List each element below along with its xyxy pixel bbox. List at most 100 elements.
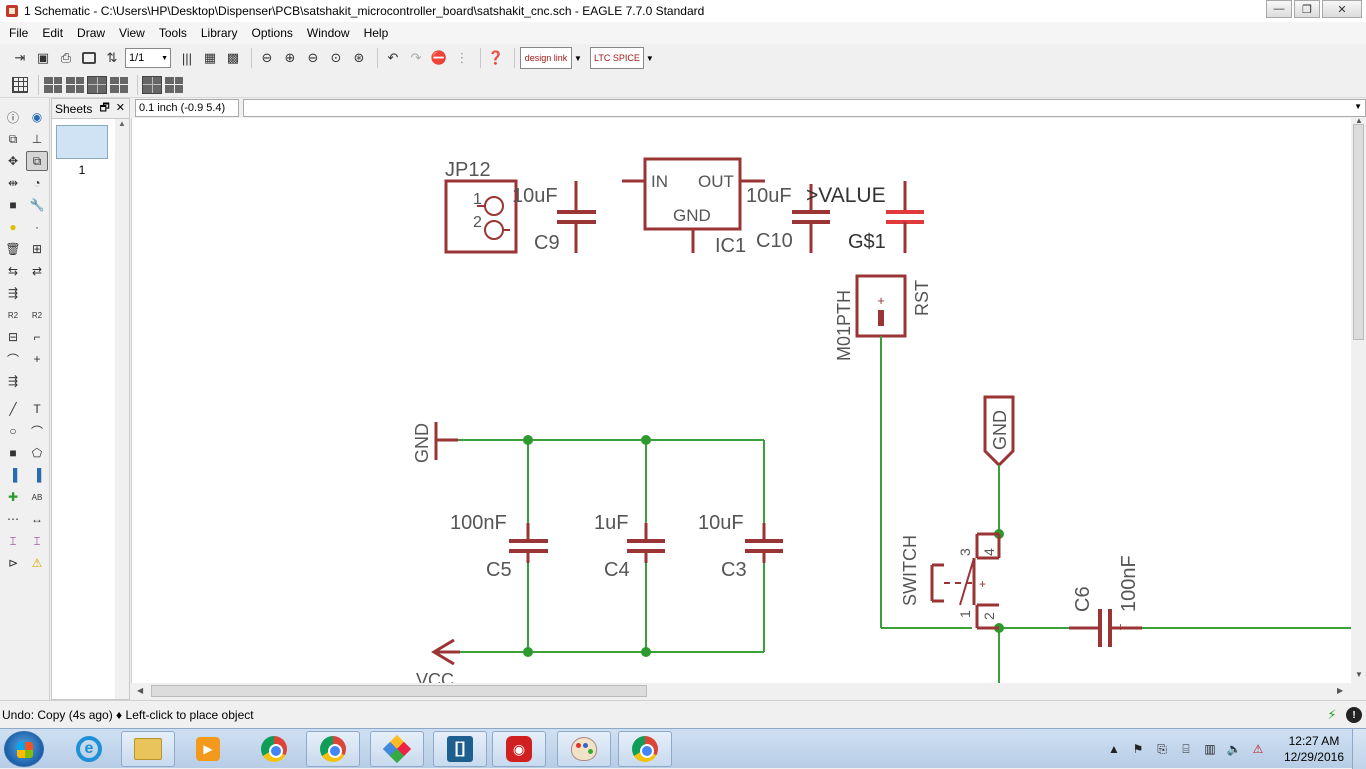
help-icon[interactable]: ❓ <box>487 50 505 65</box>
acrobat-icon[interactable]: ⚠ <box>1252 742 1264 756</box>
c4-capacitor[interactable] <box>627 523 665 563</box>
zoom-select-icon[interactable]: ⊛ <box>353 50 365 65</box>
start-button[interactable] <box>4 731 44 767</box>
name-icon[interactable]: R2 <box>7 310 19 320</box>
menu-edit[interactable]: Edit <box>42 26 64 40</box>
ltspice-button[interactable]: LTC SPICE <box>589 47 644 69</box>
flag-icon[interactable]: ⚑ <box>1132 742 1144 756</box>
taskbar-media-player[interactable]: ▶ <box>181 731 235 767</box>
value-icon[interactable]: R2 <box>31 310 43 320</box>
stop-command-icon[interactable]: ! <box>1346 707 1362 723</box>
delete-dot-icon[interactable]: · <box>35 220 39 234</box>
minimize-button[interactable]: — <box>1266 0 1292 18</box>
c10-capacitor[interactable] <box>792 184 830 253</box>
display-icon[interactable]: ⧉ <box>8 131 18 146</box>
label-icon[interactable]: AB <box>31 492 43 502</box>
frame-icon[interactable]: ⌶ <box>9 533 17 548</box>
replace-icon[interactable]: ⇶ <box>7 286 19 300</box>
schematic-drawing[interactable]: JP12 1 2 10uF C9 IN OUT GND IC1 10uF C10… <box>132 118 1351 683</box>
maximize-button[interactable]: ❐ <box>1294 0 1320 18</box>
ulp-icon[interactable]: ||| <box>181 50 193 66</box>
chevron-down-icon[interactable]: ▼ <box>645 53 654 63</box>
horizontal-scrollbar[interactable]: ◀ ▶ <box>131 683 1351 700</box>
menu-tools[interactable]: Tools <box>158 26 187 40</box>
move-icon[interactable]: ✥ <box>7 154 19 168</box>
reset-switch[interactable] <box>930 532 1001 630</box>
menu-window[interactable]: Window <box>306 26 350 40</box>
net-icon[interactable]: ▐ <box>32 468 42 482</box>
dimension-icon[interactable]: ↔ <box>31 512 43 526</box>
show-desktop-button[interactable] <box>1352 729 1366 769</box>
add-icon[interactable]: ⊞ <box>31 242 43 256</box>
group-icon[interactable]: ■ <box>9 198 17 212</box>
junction-icon[interactable]: ✚ <box>7 490 19 504</box>
chevron-down-icon[interactable]: ▼ <box>574 53 582 63</box>
g1-capacitor[interactable] <box>886 181 924 253</box>
rotate-icon[interactable]: ◔ <box>33 176 41 190</box>
rect-icon[interactable]: ■ <box>9 446 17 460</box>
scroll-up-icon[interactable]: ▲ <box>118 119 126 128</box>
text-icon[interactable]: T <box>33 402 41 416</box>
undo-icon[interactable]: ↶ <box>387 50 399 65</box>
zoom-redraw-icon[interactable]: ⊙ <box>330 50 342 65</box>
wire-icon[interactable]: ╱ <box>9 402 17 416</box>
copy-icon[interactable]: ⧉ <box>26 151 48 171</box>
mirror-icon[interactable]: ⇹ <box>7 176 19 190</box>
layout-6-icon[interactable] <box>165 76 183 93</box>
paste-icon[interactable]: ● <box>9 220 17 234</box>
split-icon[interactable]: ⌒ <box>6 352 19 367</box>
arc-icon[interactable]: ⌒ <box>30 424 43 439</box>
optimize-icon[interactable]: ⇶ <box>7 374 19 388</box>
horizontal-scroll-thumb[interactable] <box>151 685 647 697</box>
cam-icon[interactable] <box>79 48 99 68</box>
c9-capacitor[interactable] <box>557 181 596 253</box>
menu-draw[interactable]: Draw <box>77 26 106 40</box>
gnd-top-symbol[interactable] <box>983 395 1015 468</box>
redo-icon[interactable]: ↷ <box>410 50 422 65</box>
sheet-select[interactable]: 1/1 <box>125 48 171 68</box>
print-icon[interactable]: ⎙ <box>60 50 72 65</box>
taskbar-eagle[interactable]: ◉ <box>492 731 546 767</box>
command-input[interactable] <box>243 99 1366 117</box>
menu-help[interactable]: Help <box>363 26 389 40</box>
script-icon[interactable]: ▦ <box>203 50 217 65</box>
menu-library[interactable]: Library <box>200 26 238 40</box>
go-icon[interactable]: ⋮ <box>455 50 469 65</box>
attribute-icon[interactable]: ⋯ <box>7 512 19 526</box>
vertical-scrollbar[interactable]: ▲ ▼ <box>1351 116 1366 683</box>
taskbar-chrome-2[interactable] <box>306 731 360 767</box>
bus-icon[interactable]: ▐ <box>8 468 18 482</box>
board-switch-icon[interactable]: ⇅ <box>106 50 118 65</box>
layout-3-icon[interactable] <box>87 75 107 94</box>
menu-options[interactable]: Options <box>251 26 293 40</box>
change-icon[interactable]: 🔧 <box>29 198 45 212</box>
taskbar-clock[interactable]: 12:27 AM 12/29/2016 <box>1284 733 1344 765</box>
taskbar-explorer[interactable] <box>121 731 175 767</box>
info-icon[interactable]: ⓘ <box>6 110 19 125</box>
stop-icon[interactable]: ⛔ <box>430 50 448 65</box>
tray-arrow-icon[interactable]: ▲ <box>1108 742 1120 756</box>
layout-4-icon[interactable] <box>110 76 128 93</box>
layout-1-icon[interactable] <box>44 76 62 93</box>
taskbar-chrome-1[interactable] <box>247 731 301 767</box>
taskbar-paint[interactable] <box>557 731 611 767</box>
c6-capacitor[interactable] <box>1069 609 1142 647</box>
usb-icon[interactable]: ⌸ <box>1182 741 1190 756</box>
c5-capacitor[interactable] <box>509 523 548 563</box>
scroll-up-icon[interactable]: ▲ <box>1355 116 1363 125</box>
taskbar-git-app[interactable] <box>370 731 424 767</box>
scroll-down-icon[interactable]: ▼ <box>1355 670 1363 679</box>
run-icon[interactable]: ▩ <box>226 50 240 65</box>
volume-icon[interactable]: 🔈 <box>1226 742 1242 756</box>
jp12-connector[interactable] <box>444 179 518 254</box>
delete-icon[interactable]: 🗑 <box>5 242 21 256</box>
errors-icon[interactable]: ⚠ <box>31 556 43 570</box>
scroll-right-icon[interactable]: ▶ <box>1337 686 1344 695</box>
grid-icon[interactable] <box>10 75 30 95</box>
schematic-canvas[interactable]: JP12 1 2 10uF C9 IN OUT GND IC1 10uF C10… <box>131 118 1351 683</box>
taskbar-chrome-3[interactable] <box>618 731 672 767</box>
zoom-out-icon[interactable]: ⊖ <box>307 50 319 65</box>
taskbar-internet-explorer[interactable]: e <box>62 731 116 767</box>
devices-icon[interactable]: ⎘ <box>1157 741 1167 756</box>
polygon-icon[interactable]: ⬠ <box>31 446 43 460</box>
